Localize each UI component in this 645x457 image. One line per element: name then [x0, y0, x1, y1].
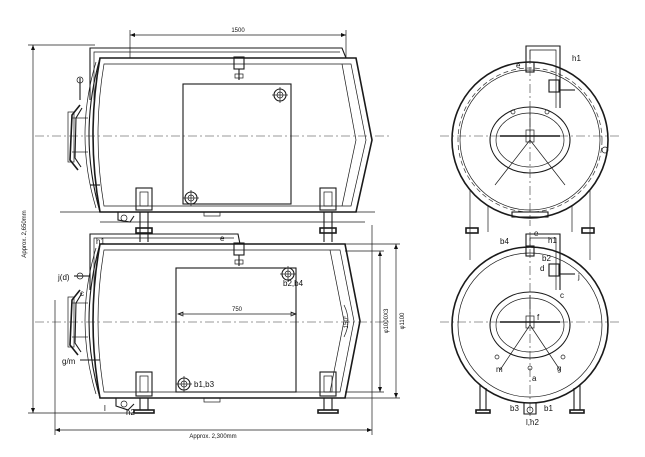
- end-label-d: d: [540, 264, 544, 273]
- end-label-b4: b4: [500, 237, 509, 246]
- end-label-e: e: [534, 229, 539, 238]
- end-label-j: j: [577, 272, 580, 281]
- upper-tank-end: [440, 45, 622, 234]
- side-dimensions: [28, 30, 400, 435]
- end-label-e-top: e: [516, 61, 521, 70]
- end-label-c: c: [560, 291, 564, 300]
- dim-diameter-outer: φ1100: [400, 312, 406, 329]
- end-label-m: m: [496, 365, 503, 374]
- dim-diameter-inner: φ1000X3: [384, 308, 390, 333]
- label-gm: g/m: [62, 357, 76, 366]
- upper-tank-side: [35, 47, 390, 223]
- label-e: e: [220, 234, 225, 243]
- dim-750: 750: [232, 307, 243, 313]
- lower-tank-end: [440, 232, 622, 420]
- end-label-f: f: [537, 313, 540, 322]
- end-label-b1: b1: [544, 404, 553, 413]
- label-b1b3: b1,b3: [194, 380, 215, 389]
- dim-1500: 1500: [231, 28, 245, 34]
- label-jd: j(d): [57, 273, 70, 282]
- dim-height: Approx. 2,650mm: [22, 210, 28, 257]
- label-h2: h2: [126, 408, 135, 417]
- end-label-lh2: l,h2: [526, 418, 539, 427]
- label-l: l: [104, 404, 106, 413]
- end-label-b3: b3: [510, 404, 519, 413]
- end-label-h1: h1: [548, 236, 557, 245]
- end-label-b2: b2: [542, 254, 551, 263]
- label-b2b4: b2,b4: [283, 279, 304, 288]
- end-label-a: a: [532, 374, 537, 383]
- end-label-g: g: [557, 364, 561, 373]
- stack-frame: [60, 211, 375, 242]
- dim-cone-angle: 150°: [344, 315, 350, 328]
- dim-length: Approx. 2,300mm: [189, 434, 236, 440]
- label-h1: h1: [96, 237, 105, 246]
- lower-tank-side: [35, 233, 390, 414]
- label-c: c: [80, 289, 84, 298]
- end-label-h1-top: h1: [572, 54, 581, 63]
